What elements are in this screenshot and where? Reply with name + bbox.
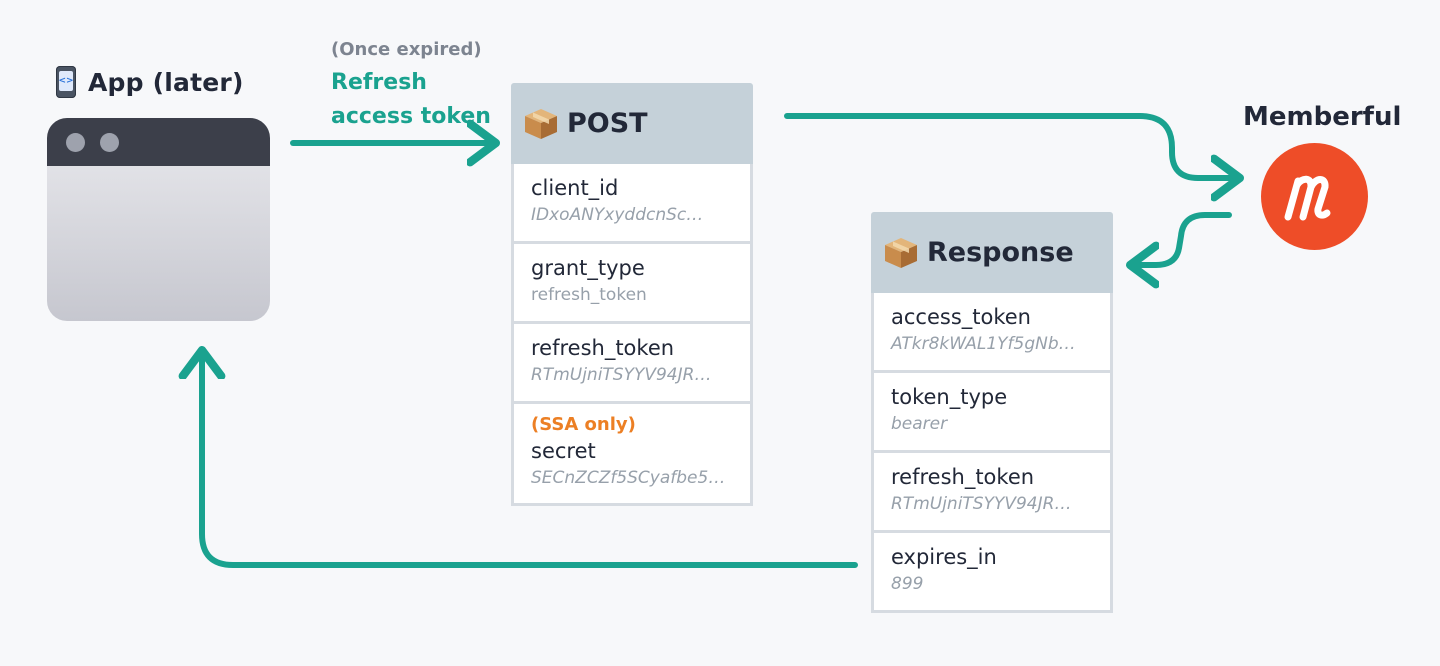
response-field-refresh-token: refresh_token RTmUjniTSYYV94JR… [871, 453, 1113, 533]
window-dot-icon [66, 133, 85, 152]
field-value: 899 [891, 574, 924, 594]
annotation-action-line1: Refresh [331, 70, 427, 95]
mobile-app-icon: <> [56, 66, 76, 98]
memberful-m-glyph [1284, 175, 1330, 220]
field-label: expires_in [891, 545, 997, 569]
annotation-action: Refresh access token [331, 66, 491, 134]
field-value: ATkr8kWAL1Yf5gNb… [891, 334, 1076, 354]
memberful-logo-icon [1261, 143, 1368, 250]
app-window-illustration [47, 118, 270, 321]
field-value: RTmUjniTSYYV94JR… [531, 365, 712, 385]
app-label: <> App (later) [56, 66, 244, 98]
package-icon [525, 108, 557, 139]
request-field-secret: (SSA only) secret SECnZCZf5SCyafbe5… [511, 404, 753, 506]
arrow-memberful-to-response [1132, 212, 1232, 265]
field-label: client_id [531, 176, 619, 200]
arrow-response-to-app [202, 352, 858, 568]
package-icon [885, 237, 917, 268]
field-value: refresh_token [531, 285, 647, 305]
field-value: RTmUjniTSYYV94JR… [891, 494, 1072, 514]
ssa-only-tag: (SSA only) [531, 414, 636, 435]
field-value: IDxoANYxyddcnSc… [531, 205, 704, 225]
response-header: Response [871, 212, 1113, 293]
field-value: SECnZCZf5SCyafbe5… [531, 468, 726, 488]
response-title: Response [927, 237, 1074, 268]
request-field-client-id: client_id IDxoANYxyddcnSc… [511, 164, 753, 244]
response-field-access-token: access_token ATkr8kWAL1Yf5gNb… [871, 293, 1113, 373]
request-panel: POST client_id IDxoANYxyddcnSc… grant_ty… [511, 83, 753, 506]
arrow-post-to-memberful [784, 113, 1238, 178]
field-label: refresh_token [891, 465, 1035, 489]
field-value: bearer [891, 414, 948, 434]
response-field-token-type: token_type bearer [871, 373, 1113, 453]
annotation-action-line2: access token [331, 104, 491, 129]
field-label: secret [531, 439, 596, 463]
request-header: POST [511, 83, 753, 164]
request-field-grant-type: grant_type refresh_token [511, 244, 753, 324]
response-field-expires-in: expires_in 899 [871, 533, 1113, 613]
request-title: POST [567, 108, 648, 139]
field-label: access_token [891, 305, 1031, 329]
field-label: grant_type [531, 256, 645, 280]
field-label: refresh_token [531, 336, 675, 360]
response-panel: Response access_token ATkr8kWAL1Yf5gNb… … [871, 212, 1113, 613]
request-field-refresh-token: refresh_token RTmUjniTSYYV94JR… [511, 324, 753, 404]
window-dot-icon [100, 133, 119, 152]
memberful-label: Memberful [1243, 102, 1402, 132]
window-title-bar [47, 118, 270, 166]
annotation-condition: (Once expired) [331, 39, 482, 60]
app-title: App (later) [88, 67, 244, 97]
field-label: token_type [891, 385, 1008, 409]
